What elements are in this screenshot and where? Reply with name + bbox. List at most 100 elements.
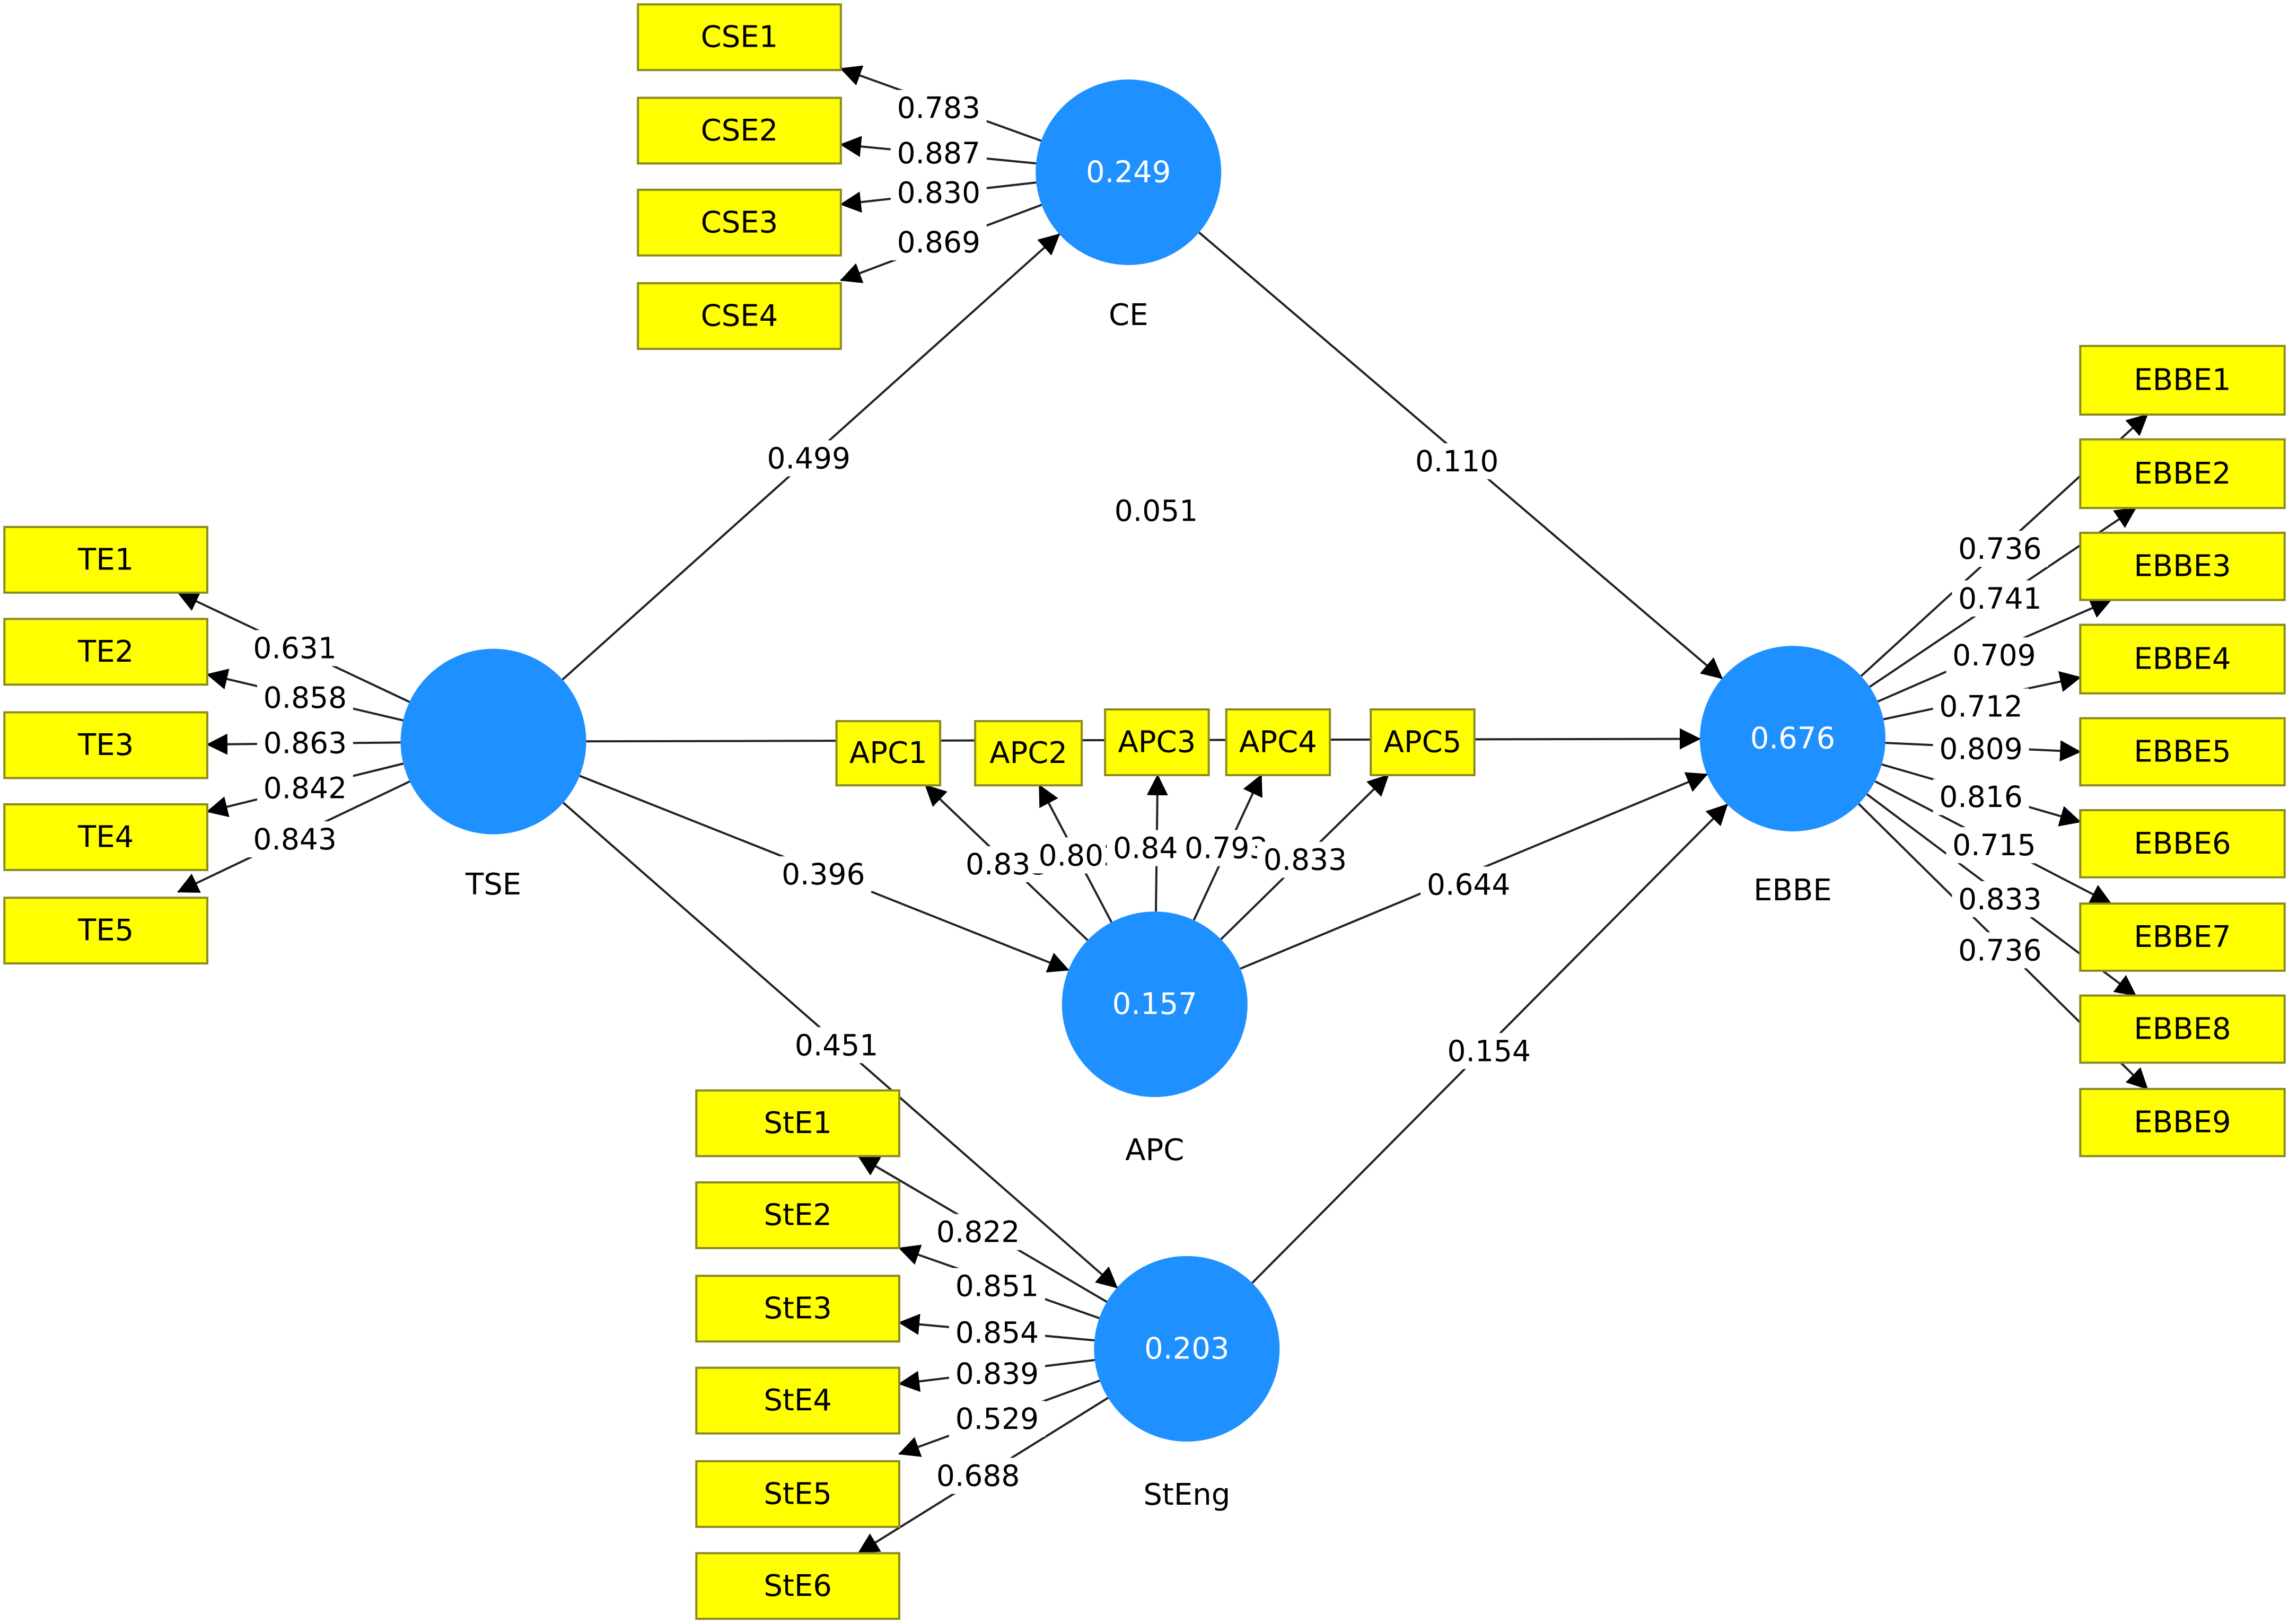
loading-label-cse2: 0.887 (890, 135, 987, 172)
latent-steng[interactable]: 0.203 (1094, 1256, 1280, 1442)
latent-tse[interactable] (400, 648, 586, 835)
indicator-ste3[interactable]: StE3 (695, 1275, 900, 1343)
indicator-apc1[interactable]: APC1 (835, 720, 942, 787)
latent-ebbe[interactable]: 0.676 (1699, 646, 1885, 832)
path-coefficient-ce-to-ebbe: 0.110 (1409, 443, 1505, 480)
svg-text:0.741: 0.741 (1958, 582, 2041, 616)
latent-circle (1094, 1256, 1280, 1442)
indicator-label: APC1 (849, 736, 927, 770)
svg-text:0.783: 0.783 (897, 91, 980, 125)
indicator-label: EBBE4 (2134, 642, 2231, 677)
indicator-cse1[interactable]: CSE1 (637, 3, 842, 72)
indicator-ste6[interactable]: StE6 (695, 1552, 900, 1620)
indicator-label: CSE4 (701, 299, 778, 333)
indicator-te5[interactable]: TE5 (3, 897, 208, 965)
svg-text:0.688: 0.688 (936, 1459, 1020, 1493)
indicator-ebbe6[interactable]: EBBE6 (2079, 809, 2286, 879)
loading-label-te1: 0.631 (247, 630, 343, 666)
svg-text:0.854: 0.854 (955, 1316, 1039, 1350)
loading-label-ebbe9: 0.736 (1952, 932, 2048, 969)
indicator-cse2[interactable]: CSE2 (637, 96, 842, 165)
svg-text:0.529: 0.529 (955, 1402, 1039, 1436)
loading-label-ebbe2: 0.741 (1952, 580, 2048, 617)
svg-text:0.709: 0.709 (1952, 638, 2036, 672)
indicator-apc2[interactable]: APC2 (974, 720, 1083, 787)
indicator-ebbe2[interactable]: EBBE2 (2079, 438, 2286, 510)
latent-circle (1062, 911, 1248, 1098)
latent-name: StEng (1143, 1478, 1230, 1512)
indicator-ste4[interactable]: StE4 (695, 1366, 900, 1435)
indicator-ebbe9[interactable]: EBBE9 (2079, 1087, 2286, 1157)
svg-text:0.863: 0.863 (264, 726, 347, 760)
loading-label-ste5: 0.529 (949, 1401, 1045, 1437)
indicator-label: StE1 (764, 1106, 832, 1140)
indicator-ste1[interactable]: StE1 (695, 1089, 900, 1157)
indicator-ebbe5[interactable]: EBBE5 (2079, 717, 2286, 787)
latent-name: EBBE (1753, 873, 1832, 908)
loading-label-cse1: 0.783 (890, 90, 987, 126)
loading-label-ste3: 0.854 (949, 1314, 1045, 1351)
svg-text:0.842: 0.842 (264, 771, 347, 805)
loading-label-ste6: 0.688 (930, 1458, 1027, 1494)
latent-apc[interactable]: 0.157 (1062, 911, 1248, 1098)
path-coefficient-tse-to-ce: 0.499 (760, 440, 857, 477)
loading-label-ebbe4: 0.712 (1933, 688, 2029, 725)
svg-text:0.822: 0.822 (936, 1215, 1020, 1249)
svg-text:0.793: 0.793 (1185, 831, 1268, 865)
indicator-label: StE6 (764, 1569, 832, 1603)
indicator-ebbe3[interactable]: EBBE3 (2079, 531, 2286, 601)
indicator-apc5[interactable]: APC5 (1370, 708, 1476, 776)
svg-text:0.715: 0.715 (1952, 828, 2036, 862)
svg-text:0.858: 0.858 (264, 681, 347, 715)
indicator-label: StE3 (764, 1292, 832, 1326)
svg-text:0.851: 0.851 (955, 1269, 1039, 1303)
path-coefficient-tse-to-steng: 0.451 (788, 1027, 885, 1064)
loading-label-ebbe8: 0.833 (1952, 881, 2048, 917)
indicator-ste2[interactable]: StE2 (695, 1181, 900, 1249)
indicator-te1[interactable]: TE1 (3, 525, 208, 594)
indicator-label: CSE2 (701, 113, 778, 148)
loading-label-ste1: 0.822 (930, 1214, 1027, 1250)
loading-label-ebbe3: 0.709 (1946, 637, 2042, 674)
indicator-label: EBBE6 (2134, 827, 2231, 861)
path-coefficient-tse-to-ebbe: 0.051 (1108, 493, 1205, 529)
indicator-ste5[interactable]: StE5 (695, 1460, 900, 1528)
indicator-ebbe4[interactable]: EBBE4 (2079, 624, 2286, 695)
loading-label-te3: 0.863 (257, 725, 353, 761)
loading-label-cse4: 0.869 (890, 224, 987, 261)
indicator-label: StE4 (764, 1383, 832, 1418)
svg-text:0.843: 0.843 (253, 822, 336, 856)
indicator-label: StE5 (764, 1477, 832, 1511)
indicator-label: CSE3 (701, 205, 778, 240)
svg-text:0.631: 0.631 (253, 631, 336, 665)
latent-circle (1699, 646, 1885, 832)
indicator-label: EBBE9 (2134, 1105, 2231, 1140)
indicator-te2[interactable]: TE2 (3, 618, 208, 686)
indicator-apc3[interactable]: APC3 (1104, 708, 1210, 776)
indicator-label: APC3 (1118, 725, 1196, 759)
latent-r-squared: 0.157 (1112, 987, 1197, 1022)
indicator-apc4[interactable]: APC4 (1225, 708, 1331, 776)
indicator-cse4[interactable]: CSE4 (637, 282, 842, 350)
indicator-ebbe1[interactable]: EBBE1 (2079, 345, 2286, 416)
indicator-te3[interactable]: TE3 (3, 711, 208, 779)
indicator-label: TE4 (77, 820, 134, 854)
indicator-label: EBBE1 (2134, 363, 2231, 398)
latent-name: CE (1109, 298, 1148, 332)
latent-circle (1036, 79, 1222, 265)
loading-label-te4: 0.842 (257, 770, 353, 806)
svg-text:0.833: 0.833 (1264, 843, 1347, 877)
indicator-cse3[interactable]: CSE3 (637, 188, 842, 257)
indicator-te4[interactable]: TE4 (3, 803, 208, 871)
indicator-ebbe8[interactable]: EBBE8 (2079, 994, 2286, 1064)
svg-text:0.887: 0.887 (897, 136, 980, 170)
latent-ce[interactable]: 0.249 (1036, 79, 1222, 265)
loading-label-apc4: 0.793 (1178, 830, 1275, 866)
indicator-ebbe7[interactable]: EBBE7 (2079, 902, 2286, 972)
loading-label-cse3: 0.830 (890, 174, 987, 211)
indicator-label: TE3 (77, 728, 134, 762)
latent-r-squared: 0.249 (1086, 155, 1171, 189)
indicator-label: EBBE8 (2134, 1012, 2231, 1046)
path-coefficient-apc-to-ebbe: 0.644 (1420, 866, 1517, 903)
